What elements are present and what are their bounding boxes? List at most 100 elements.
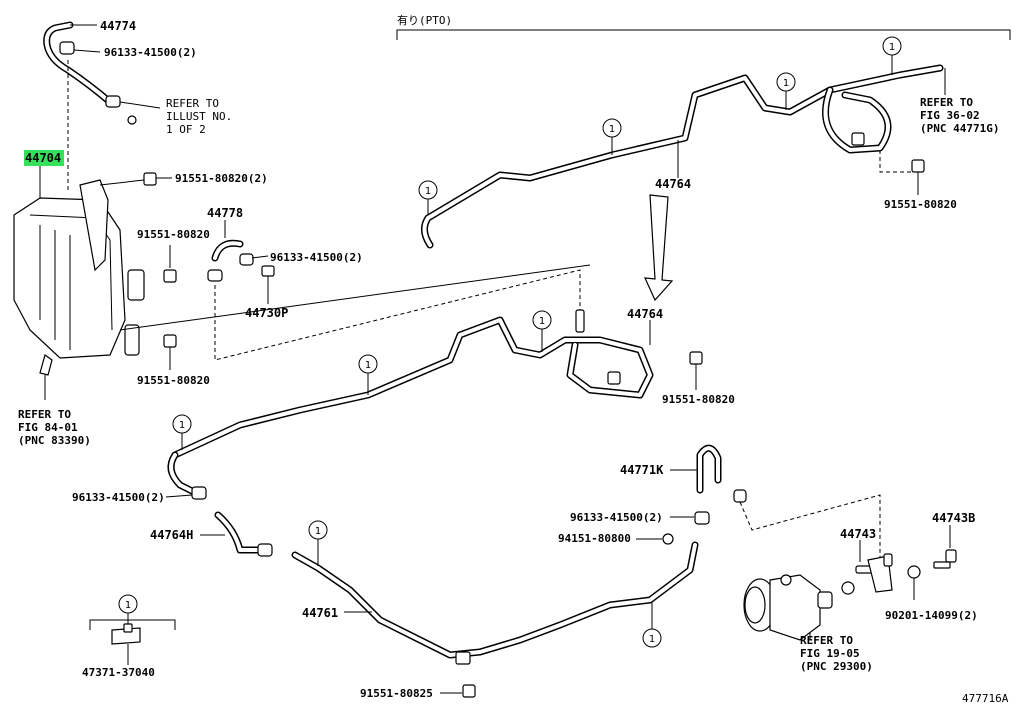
refer-19-line2: FIG 19-05: [800, 647, 860, 660]
refer-84-line1: REFER TO: [18, 408, 71, 421]
tank-mount-line: [119, 264, 591, 331]
pipe-44764-mid: [171, 316, 654, 459]
bolt-44743b: [933, 549, 957, 569]
part-91551-80820-mid-label[interactable]: 91551-80820: [662, 393, 735, 406]
svg-text:1: 1: [649, 634, 655, 645]
leader-clamp-44778: [251, 255, 269, 259]
part-44778-label[interactable]: 44778: [207, 206, 243, 220]
leader-clamp-top: [73, 49, 101, 53]
marker-5: 1: [532, 310, 552, 330]
clamp-44778-b: [239, 253, 254, 266]
part-96133-41500-right-label[interactable]: 96133-41500(2): [570, 511, 663, 524]
marker-1: 1: [418, 180, 438, 200]
bolt-lower-pipe: [462, 684, 476, 698]
leader-clamp-left-lower: [165, 494, 193, 498]
fitting-mid: [575, 309, 585, 333]
part-91551-80825-label[interactable]: 91551-80825: [360, 687, 433, 700]
leader-refer-illust: [119, 101, 161, 109]
marker-8: 1: [308, 520, 328, 540]
bolt-lower: [163, 334, 177, 348]
clamp-44778: [207, 269, 223, 282]
marker-3: 1: [776, 72, 796, 92]
refer-19-line3: (PNC 29300): [800, 660, 873, 673]
hose-44778: [211, 239, 244, 262]
part-44764-mid-label[interactable]: 44764: [627, 307, 663, 321]
part-44774-label[interactable]: 44774: [100, 19, 136, 33]
pto-bracket: [396, 29, 1011, 40]
pump-assembly[interactable]: [743, 574, 833, 641]
pto-label: 有り(PTO): [397, 13, 452, 27]
svg-text:1: 1: [889, 42, 895, 53]
svg-text:1: 1: [425, 186, 431, 197]
valve-44730p: [261, 265, 275, 277]
marker-10: 1: [118, 594, 138, 614]
bolt-top: [99, 172, 157, 186]
svg-text:1: 1: [539, 316, 545, 327]
direction-arrow: [644, 194, 674, 302]
refer-36-line1: REFER TO: [920, 96, 973, 109]
dashed-link-pump: [739, 494, 881, 560]
pipe-left-lower: [167, 451, 204, 499]
part-94151-80800-label[interactable]: 94151-80800: [558, 532, 631, 545]
hose-44774: [43, 21, 114, 106]
part-44730p-label[interactable]: 44730P: [245, 306, 288, 320]
marker-6: 1: [358, 354, 378, 374]
bolt-middle: [163, 269, 177, 283]
part-44764-top-label[interactable]: 44764: [655, 177, 691, 191]
part-91551-80820-right-label[interactable]: 91551-80820: [884, 198, 957, 211]
reservoir-tank[interactable]: [13, 179, 145, 376]
washer-94151: [662, 533, 674, 545]
svg-text:1: 1: [179, 420, 185, 431]
bracket-lower: [455, 651, 471, 665]
refer-84-line3: (PNC 83390): [18, 434, 91, 447]
part-44704-label[interactable]: 44704: [25, 151, 61, 165]
refer-illust-line3: 1 OF 2: [166, 123, 206, 136]
part-91551-80820-a-label[interactable]: 91551-80820: [137, 228, 210, 241]
fitting-44743: [855, 553, 893, 593]
dashed-link-44730: [214, 269, 581, 361]
pipe-44761: [291, 541, 699, 659]
part-44771k-label[interactable]: 44771K: [620, 463, 664, 477]
clamp-left-lower: [191, 486, 207, 500]
marker-7: 1: [172, 414, 192, 434]
refer-illust-line1: REFER TO: [166, 97, 219, 110]
part-96133-41500-top-label[interactable]: 96133-41500(2): [104, 46, 197, 59]
screw-small: [127, 115, 137, 125]
marker-4: 1: [882, 36, 902, 56]
washer-a: [841, 581, 855, 595]
part-91551-80820-b-label[interactable]: 91551-80820: [137, 374, 210, 387]
refer-19-line1: REFER TO: [800, 634, 853, 647]
part-44704-highlight: [24, 150, 64, 166]
refer-36-line3: (PNC 44771G): [920, 122, 999, 135]
clamp-44764h: [257, 543, 273, 557]
svg-text:1: 1: [125, 600, 131, 611]
svg-text:1: 1: [783, 78, 789, 89]
part-44761-label[interactable]: 44761: [302, 606, 338, 620]
bolt-mid: [689, 351, 703, 365]
clamp-44771k: [733, 489, 747, 503]
svg-text:1: 1: [609, 124, 615, 135]
clamp-top: [59, 41, 75, 55]
bolt-right: [911, 159, 925, 173]
washer-b: [907, 565, 921, 579]
clamp-lower: [105, 95, 121, 108]
pipe-44764-top: [421, 64, 944, 249]
part-91551-80820-2-label[interactable]: 91551-80820(2): [175, 172, 268, 185]
refer-84-line2: FIG 84-01: [18, 421, 78, 434]
part-47371-37040-label[interactable]: 47371-37040: [82, 666, 155, 679]
refer-illust-line2: ILLUST NO.: [166, 110, 232, 123]
part-96133-41500-left-label[interactable]: 96133-41500(2): [72, 491, 165, 504]
bracket-mid: [607, 371, 621, 385]
part-44743-label[interactable]: 44743: [840, 527, 876, 541]
clamp-right-lower: [694, 511, 710, 525]
clip-bracket: [89, 619, 176, 630]
dashed-link-right: [879, 150, 915, 173]
refer-36-line2: FIG 36-02: [920, 109, 980, 122]
marker-2: 1: [602, 118, 622, 138]
marker-9: 1: [642, 628, 662, 648]
part-90201-14099-2-label[interactable]: 90201-14099(2): [885, 609, 978, 622]
part-44764h-label[interactable]: 44764H: [150, 528, 193, 542]
part-44743b-label[interactable]: 44743B: [932, 511, 975, 525]
part-96133-41500-mid-label[interactable]: 96133-41500(2): [270, 251, 363, 264]
